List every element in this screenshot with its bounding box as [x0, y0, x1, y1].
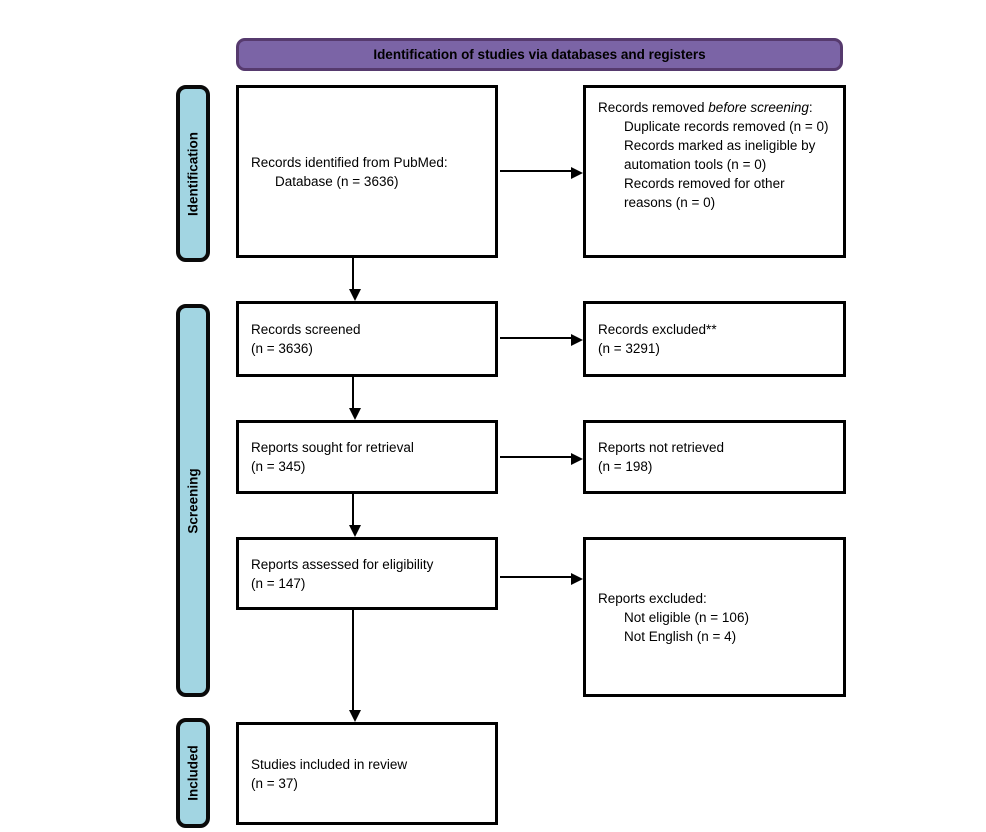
diagram-title-banner: Identification of studies via databases … — [236, 38, 843, 71]
records-removed-item: Duplicate records removed (n = 0) — [624, 119, 829, 134]
records-removed-lead: Records removed before screening: — [598, 100, 813, 115]
studies-included-line2: (n = 37) — [251, 775, 298, 791]
reports-sought-line2: (n = 345) — [251, 459, 306, 474]
records-screened-line2: (n = 3636) — [251, 341, 313, 356]
box-reports-assessed: Reports assessed for eligibility (n = 14… — [236, 537, 498, 610]
arrow-sought-to-not-retrieved — [500, 453, 583, 465]
stage-bar-included: Included — [176, 718, 210, 828]
stage-bar-screening: Screening — [176, 304, 210, 697]
reports-excluded-item: Not eligible (n = 106) — [624, 609, 749, 625]
records-identified-line2: Database (n = 3636) — [275, 173, 399, 189]
reports-not-retrieved-line1: Reports not retrieved — [598, 440, 725, 455]
records-screened-line1: Records screened — [251, 322, 361, 337]
stage-label-included: Included — [185, 745, 201, 801]
studies-included-line1: Studies included in review — [251, 756, 408, 772]
reports-assessed-line2: (n = 147) — [251, 575, 306, 591]
box-records-removed: Records removed before screening: Duplic… — [583, 85, 846, 258]
records-excluded-line2: (n = 3291) — [598, 341, 660, 356]
box-reports-sought: Reports sought for retrieval (n = 345) — [236, 420, 498, 494]
records-removed-item: Records removed for other reasons (n = 0… — [624, 176, 785, 210]
arrow-assessed-to-included — [349, 610, 361, 722]
arrow-sought-to-assessed — [349, 494, 361, 537]
arrow-screened-to-sought — [349, 377, 361, 420]
reports-excluded-item: Not English (n = 4) — [624, 628, 737, 644]
box-reports-not-retrieved: Reports not retrieved (n = 198) — [583, 420, 846, 494]
stage-bar-identification: Identification — [176, 85, 210, 262]
records-removed-item: Records marked as ineligible by automati… — [624, 138, 816, 172]
arrow-assessed-to-excluded — [500, 573, 583, 585]
box-records-screened: Records screened (n = 3636) — [236, 301, 498, 377]
box-studies-included: Studies included in review (n = 37) — [236, 722, 498, 825]
reports-not-retrieved-line2: (n = 198) — [598, 459, 653, 474]
arrow-identified-to-removed — [500, 167, 583, 179]
arrow-identified-to-screened — [349, 258, 361, 301]
diagram-title: Identification of studies via databases … — [373, 47, 706, 62]
stage-label-identification: Identification — [185, 131, 201, 216]
box-reports-excluded: Reports excluded: Not eligible (n = 106)… — [583, 537, 846, 697]
reports-assessed-line1: Reports assessed for eligibility — [251, 556, 434, 572]
reports-excluded-lead: Reports excluded: — [598, 590, 707, 606]
records-excluded-line1: Records excluded** — [598, 322, 717, 337]
reports-sought-line1: Reports sought for retrieval — [251, 440, 414, 455]
box-records-excluded: Records excluded** (n = 3291) — [583, 301, 846, 377]
arrow-screened-to-excluded — [500, 334, 583, 346]
box-records-identified: Records identified from PubMed: Database… — [236, 85, 498, 258]
records-identified-line1: Records identified from PubMed: — [251, 154, 448, 170]
stage-label-screening: Screening — [185, 467, 201, 534]
